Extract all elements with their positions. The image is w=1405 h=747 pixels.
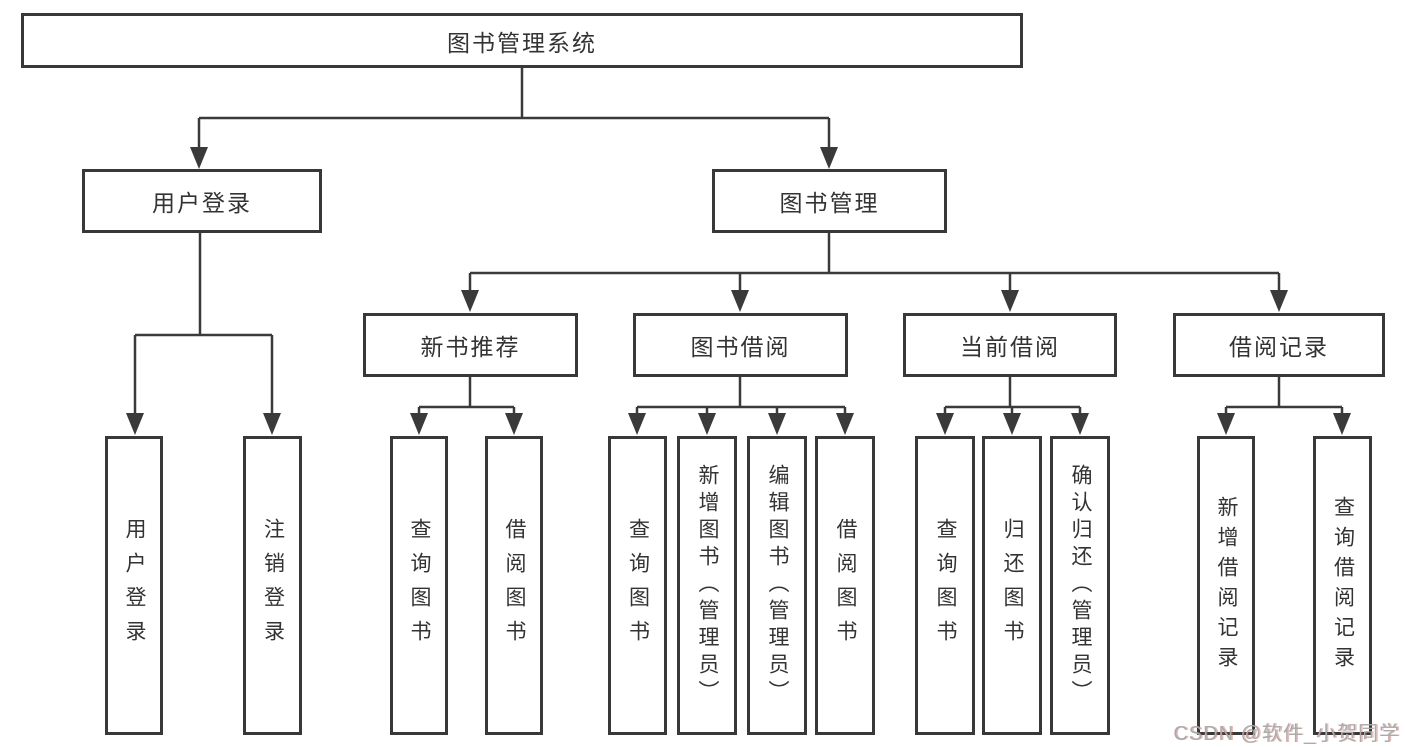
leaf-recommend-query-books: 查询图书	[390, 436, 448, 735]
leaf-record-add-borrow-record: 新增借阅记录	[1197, 436, 1255, 735]
node-new-book-recommend: 新书推荐	[363, 313, 578, 377]
node-root-library-system: 图书管理系统	[21, 13, 1023, 68]
leaf-logout: 注销登录	[243, 436, 302, 735]
leaf-recommend-borrow-books: 借阅图书	[485, 436, 543, 735]
leaf-user-login: 用户登录	[105, 436, 163, 735]
leaf-borrow-borrow-books: 借阅图书	[815, 436, 875, 735]
leaf-current-query-books: 查询图书	[915, 436, 975, 735]
node-borrow-records: 借阅记录	[1173, 313, 1385, 377]
node-user-login: 用户登录	[82, 169, 322, 233]
leaf-current-return-books: 归还图书	[982, 436, 1042, 735]
node-book-management: 图书管理	[712, 169, 947, 233]
leaf-record-query-borrow-record: 查询借阅记录	[1313, 436, 1372, 735]
leaf-current-confirm-return-admin: 确认归还（管理员）	[1050, 436, 1110, 735]
leaf-borrow-edit-books-admin: 编辑图书（管理员）	[747, 436, 807, 735]
watermark: CSDN @软件_小贺同学	[1173, 723, 1400, 745]
leaf-borrow-query-books: 查询图书	[608, 436, 667, 735]
leaf-borrow-add-books-admin: 新增图书（管理员）	[677, 436, 737, 735]
node-book-borrowing: 图书借阅	[633, 313, 848, 377]
node-current-borrowing: 当前借阅	[903, 313, 1117, 377]
